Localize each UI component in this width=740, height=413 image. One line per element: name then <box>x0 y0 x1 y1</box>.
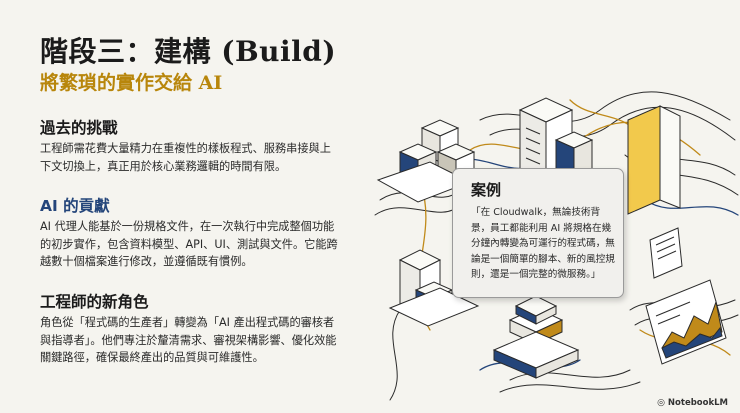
brand-watermark: ◎ NotebookLM <box>657 398 728 408</box>
section-heading-engineer-role: 工程師的新角色 <box>40 293 149 311</box>
section-text-engineer-role: 角色從「程式碼的生產者」轉變為「AI 產出程式碼的審核者與指導者」。他們專注於釐… <box>40 316 337 364</box>
slide-subtitle: 將繁瑣的實作交給 AI <box>40 72 223 94</box>
brand-label: NotebookLM <box>667 398 728 408</box>
section-text-ai-contribution: AI 代理人能基於一份規格文件，在一次執行中完成整個功能的初步實作，包含資料模型… <box>40 220 338 268</box>
case-study-title: 案例 <box>471 181 502 199</box>
slide-title: 階段三：建構 (Build) <box>40 35 337 68</box>
case-study-card: 案例 「在 Cloudwalk，無論技術背景，員工都能利用 AI 將規格在幾分鐘… <box>452 168 624 298</box>
section-heading-ai-contribution: AI 的貢獻 <box>40 197 110 215</box>
notebooklm-logo-icon: ◎ <box>657 398 665 408</box>
case-study-text: 「在 Cloudwalk，無論技術背景，員工都能利用 AI 將規格在幾分鐘內轉變… <box>471 207 615 280</box>
section-heading-past-challenges: 過去的挑戰 <box>40 119 118 137</box>
section-text-past-challenges: 工程師需花費大量精力在重複性的樣板程式、服務串接與上下文切換上，真正用於核心業務… <box>40 142 331 173</box>
